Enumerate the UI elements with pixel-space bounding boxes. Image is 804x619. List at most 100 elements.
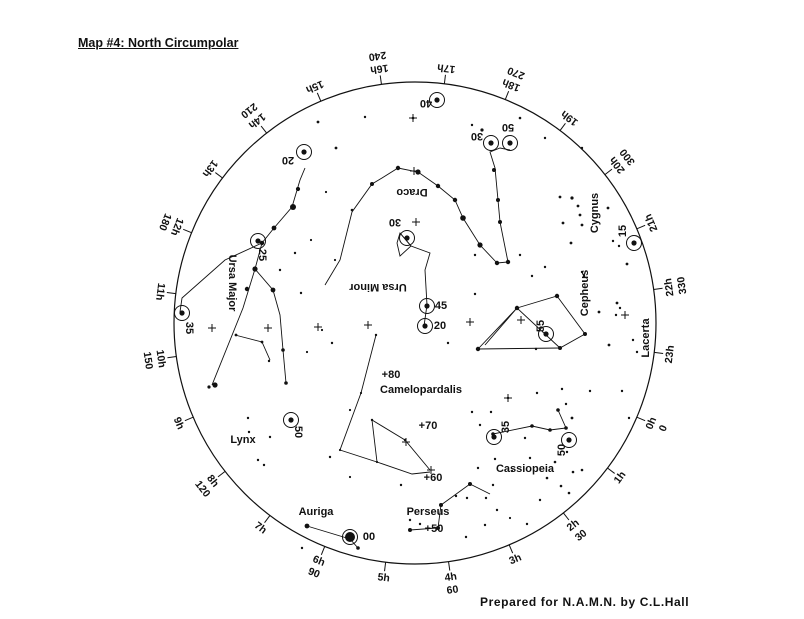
variable-star-ring [429,92,445,108]
hour-tick [636,416,646,422]
degree-label: 330 [675,276,689,295]
variable-star-dot [179,310,185,316]
hour-label: 5h [377,571,391,584]
star [635,350,639,354]
plus-marker [621,311,629,319]
hour-tick [184,416,194,422]
star [356,546,360,550]
star [348,475,352,479]
star [359,391,363,395]
constellation-label: Draco [396,186,427,198]
star [293,251,297,255]
star [375,460,379,464]
star [614,313,618,317]
star [567,491,571,495]
star [615,301,619,305]
star [496,198,500,202]
star [470,410,474,414]
hour-tick [607,467,615,474]
star [492,168,496,172]
hour-label: 22h [662,277,676,297]
star [256,458,260,462]
variable-star-dot [301,149,307,155]
star [350,208,354,212]
star [491,483,495,487]
variable-star-label: 50 [292,426,304,438]
star [299,291,303,295]
variable-star-label: 50 [556,444,568,456]
star [510,469,514,473]
variable-star-dot [566,437,572,443]
star [374,333,378,337]
star [260,340,264,344]
ursa-major-line [254,167,306,384]
star [483,523,487,527]
constellation-label: Camelopardalis [380,384,462,396]
hour-tick [504,91,510,100]
star [207,385,211,389]
star [267,359,271,363]
plus-marker [517,316,525,324]
variable-star-dot [488,140,494,146]
star [518,116,522,120]
star [309,238,313,242]
hour-tick [320,546,326,555]
star [530,274,534,278]
constellation-label: Cygnus [589,193,601,233]
star [465,496,469,500]
degree-label: 0 [657,423,670,433]
hour-tick [379,75,382,85]
star [627,416,631,420]
star [518,253,522,257]
constellation-label: Ursa Major [226,255,238,313]
hour-tick [636,224,646,230]
plus-marker [208,324,216,332]
map-title: Map #4: North Circumpolar [78,36,239,50]
star [523,436,527,440]
star [618,306,622,310]
star [446,341,450,345]
hour-tick [443,74,446,84]
labels: 0h1h2h3h4h5h6h7h8h9h10h11h12h13h14h15h16… [141,49,690,597]
variable-star-ring [417,318,433,334]
star [545,476,549,480]
star [262,463,266,467]
star [305,350,309,354]
star [234,333,238,337]
hour-tick [653,287,663,290]
hour-label: 3h [507,551,523,567]
plus-marker [402,438,410,446]
ursa-minor-line [399,232,431,327]
ursa-minor-box-line [396,232,412,257]
star [395,165,401,171]
star [576,204,580,208]
hour-label: 9h [171,415,187,431]
star [565,450,569,454]
variable-star-dot [507,140,513,146]
star [558,346,562,350]
constellation-label: Auriga [299,506,335,518]
star [580,223,584,227]
star [558,195,562,199]
star [408,528,412,532]
rim-circle [173,81,657,565]
camelopardalis-line [339,334,431,471]
ursa-major-head-line [179,242,263,313]
star [570,416,574,420]
variable-star-label: 35 [500,421,512,433]
hour-label: 11h [153,282,167,301]
variable-star-label: 45 [435,300,447,312]
star [528,456,532,460]
variable-star-label: 35 [183,322,195,334]
star [559,484,563,488]
draco-line [324,167,498,286]
star [473,292,477,296]
constellation-lines [179,147,586,549]
plus-marker [504,394,512,402]
variable-star-ring [283,412,299,428]
star [493,457,497,461]
plus-marker [264,324,272,332]
star [473,253,477,257]
hour-label: 19h [559,108,581,128]
hour-label: 4h [444,570,458,584]
